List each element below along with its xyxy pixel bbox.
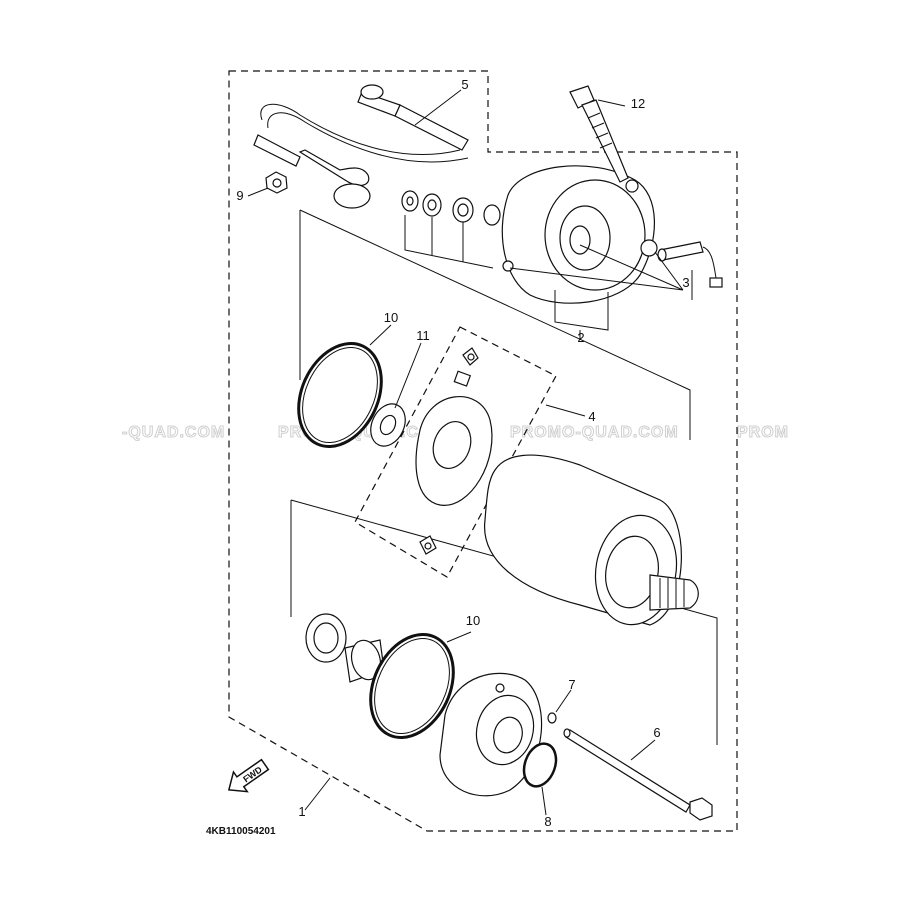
callout-10-upper: 10 [384, 310, 398, 325]
callout-2: 2 [577, 330, 584, 345]
leader-lines [247, 89, 693, 816]
fwd-arrow-icon: FWD [227, 758, 270, 793]
o-ring-10-upper [297, 341, 383, 449]
callout-labels: 1 2 3 4 5 6 7 8 9 10 10 11 12 [236, 77, 689, 829]
o-ring-7 [547, 712, 557, 724]
watermark-fragment-left: -QUAD.COM [122, 424, 225, 441]
rear-cover [439, 672, 543, 797]
lower-frame [290, 499, 718, 745]
brush-assembly-boundary [354, 326, 557, 578]
drawing-code: 4KB110054201 [206, 826, 276, 837]
assembly-boundary [228, 70, 738, 832]
through-bolt-6 [563, 728, 713, 821]
upper-frame [299, 209, 691, 440]
nut-9 [265, 171, 288, 194]
callout-9: 9 [236, 188, 243, 203]
callout-11: 11 [416, 328, 430, 343]
callout-3: 3 [682, 275, 689, 290]
callout-10-lower: 10 [466, 613, 480, 628]
lead-wire [253, 84, 469, 209]
bearing-set [305, 613, 385, 683]
o-ring-10-lower [369, 632, 455, 740]
callout-6: 6 [653, 725, 660, 740]
callout-4: 4 [588, 409, 595, 424]
callout-12: 12 [631, 96, 645, 111]
callout-1: 1 [298, 804, 305, 819]
callout-5: 5 [461, 77, 468, 92]
watermark-fragment-right: PROM [737, 424, 789, 441]
watermark-center-right: PROMO-QUAD.COM [510, 424, 679, 441]
washer-11 [370, 403, 406, 447]
front-cover [501, 165, 658, 304]
o-ring-8 [522, 742, 558, 788]
brush-plate [415, 347, 493, 555]
bolt-12 [569, 85, 629, 183]
callout-7: 7 [568, 677, 575, 692]
yoke-housing [484, 454, 699, 626]
callout-8: 8 [544, 814, 551, 829]
terminal-bolt-3 [657, 241, 723, 288]
washer-set [401, 190, 501, 226]
